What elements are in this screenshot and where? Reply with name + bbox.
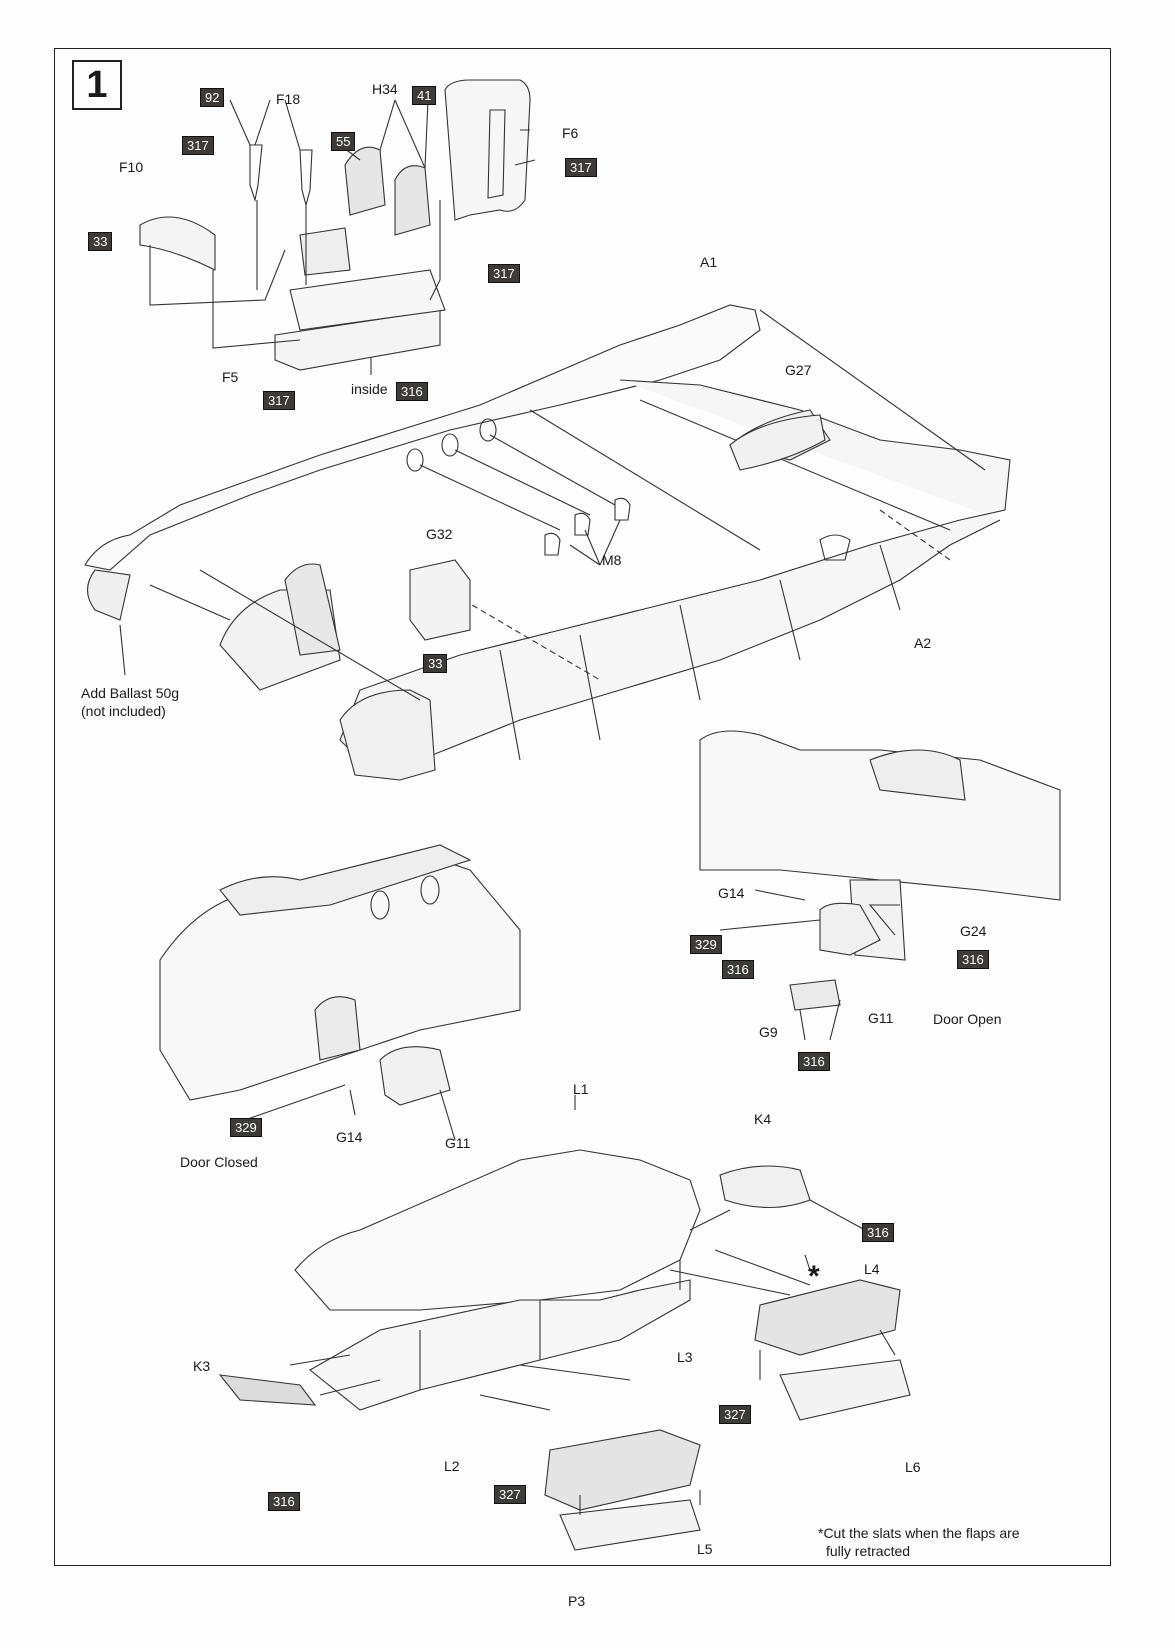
part-label-h34: H34 [372,81,398,97]
part-label-l2: L2 [444,1458,460,1474]
part-label-l3: L3 [677,1349,693,1365]
ballast-note: Add Ballast 50g (not included) [81,685,179,720]
slats-note-line2: fully retracted [826,1542,911,1559]
door-closed-detail [159,844,521,1141]
part-label-g11-closed: G11 [445,1135,471,1151]
page-number: P3 [568,1593,586,1609]
part-label-g14-open: G14 [718,885,745,901]
wing-assembly [218,1095,911,1551]
part-label-l1: L1 [573,1081,589,1097]
paint-code-317-a: 317 [182,136,214,155]
paint-code-316-f: 316 [268,1492,300,1511]
paint-code-316-d: 316 [798,1052,830,1071]
paint-code-33-b: 33 [423,654,448,673]
paint-code-317-b: 317 [565,158,597,177]
paint-code-327-a: 327 [719,1405,751,1424]
part-label-g14-closed: G14 [336,1129,363,1145]
part-label-l4: L4 [864,1261,880,1277]
step-number: 1 [72,60,122,110]
fuselage-halves [84,304,1011,781]
inside-label: inside [351,381,388,397]
part-label-g32: G32 [426,526,453,542]
paint-code-92: 92 [200,88,225,107]
part-label-f5: F5 [222,369,239,385]
part-label-g11-open: G11 [868,1010,894,1026]
part-label-k3: K3 [193,1358,211,1374]
part-label-f18: F18 [276,91,301,107]
paint-code-327-b: 327 [494,1485,526,1504]
slats-note-line1: *Cut the slats when the flaps are [818,1525,1020,1541]
part-label-f10: F10 [119,159,144,175]
paint-code-41: 41 [412,86,437,105]
part-label-g24: G24 [960,923,987,939]
paint-code-316-a: 316 [396,382,428,401]
paint-code-317-c: 317 [488,264,520,283]
paint-code-55: 55 [331,132,356,151]
asterisk-mark: * [808,1260,820,1293]
paint-code-316-b: 316 [722,960,754,979]
part-label-k4: K4 [754,1111,772,1127]
paint-code-33-a: 33 [88,232,113,251]
paint-code-316-e: 316 [862,1223,894,1242]
part-label-m8: M8 [602,552,622,568]
part-label-g27: G27 [785,362,812,378]
part-label-l5: L5 [697,1541,713,1557]
part-label-g9: G9 [759,1024,778,1040]
part-label-a2: A2 [914,635,932,651]
ballast-note-line2: (not included) [81,702,166,719]
ballast-note-line1: Add Ballast 50g [81,685,180,701]
slats-note: *Cut the slats when the flaps are fully … [818,1525,1020,1560]
paint-code-329-open: 329 [690,935,722,954]
part-label-a1: A1 [700,254,718,270]
paint-code-329-closed: 329 [230,1118,262,1137]
paint-code-316-c: 316 [957,950,989,969]
door-closed-caption: Door Closed [180,1154,258,1170]
step-frame [54,48,1111,1566]
small-parts [409,414,826,641]
door-open-caption: Door Open [933,1011,1002,1027]
paint-code-317-d: 317 [263,391,295,410]
part-label-l6: L6 [905,1459,921,1475]
door-open-detail [699,730,1061,1041]
cockpit-assembly [139,79,536,375]
part-label-f6: F6 [562,125,579,141]
